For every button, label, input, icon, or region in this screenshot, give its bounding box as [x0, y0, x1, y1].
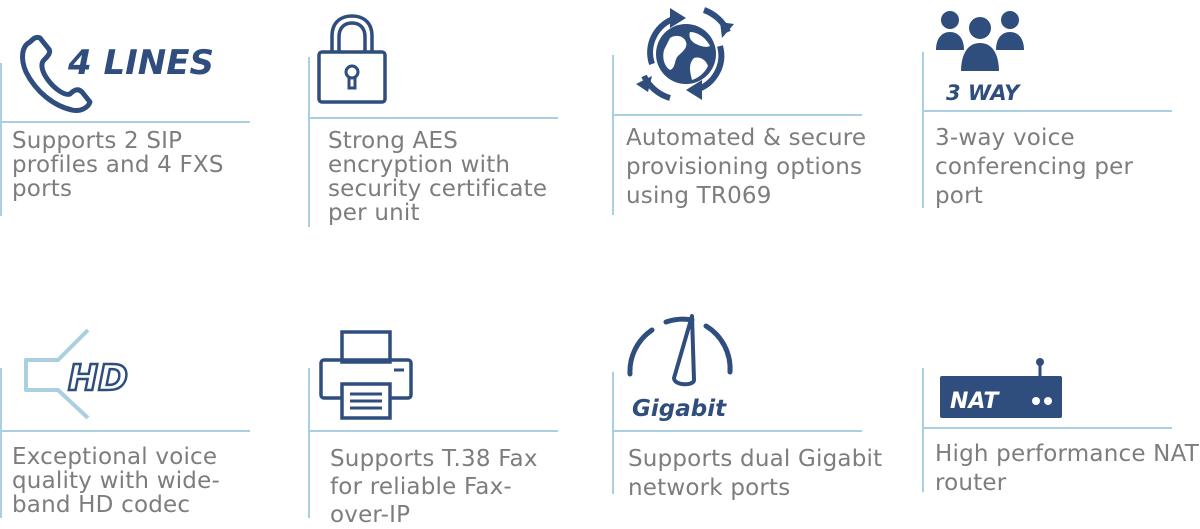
divider-horizontal [308, 117, 558, 119]
divider-horizontal [0, 121, 250, 123]
speedometer-icon: Gigabit [627, 314, 733, 422]
divider-vertical [922, 368, 924, 492]
divider-vertical [308, 57, 310, 227]
divider-horizontal [612, 114, 862, 116]
padlock-icon [317, 14, 387, 104]
divider-vertical [0, 63, 2, 216]
divider-horizontal [922, 110, 1172, 112]
feature-description: Strong AES encryption with security cert… [328, 128, 548, 226]
feature-badge: Gigabit [632, 396, 727, 422]
globe-sync-icon [636, 7, 734, 101]
divider-vertical [308, 368, 310, 518]
divider-vertical [0, 368, 2, 518]
feature-badge: HD [68, 358, 128, 399]
feature-description: Supports T.38 Fax for reliable Fax- over… [330, 446, 538, 528]
hd-speaker-icon: HD [24, 328, 129, 420]
divider-horizontal [308, 430, 558, 432]
fax-printer-icon [319, 330, 413, 420]
people-group-icon: 3 WAY [936, 11, 1024, 104]
feature-description: Supports 2 SIP profiles and 4 FXS ports [12, 128, 224, 202]
feature-badge: NAT [950, 389, 1000, 414]
feature-description: High performance NAT router [935, 441, 1199, 496]
feature-description: Automated & secure provisioning options … [626, 125, 867, 209]
feature-description: Supports dual Gigabit network ports [628, 446, 883, 501]
divider-vertical [922, 52, 924, 208]
divider-vertical [612, 55, 614, 215]
feature-description: 3-way voice conferencing per port [935, 125, 1134, 209]
divider-horizontal [0, 430, 250, 432]
phone-icon: 4 LINES [20, 34, 214, 113]
divider-vertical [612, 372, 614, 494]
feature-description: Exceptional voice quality with wide- ban… [12, 444, 220, 518]
divider-horizontal [612, 430, 862, 432]
feature-badge: 4 LINES [67, 43, 214, 83]
divider-horizontal [922, 427, 1172, 429]
router-icon: NAT [940, 358, 1062, 418]
feature-badge: 3 WAY [946, 81, 1021, 104]
